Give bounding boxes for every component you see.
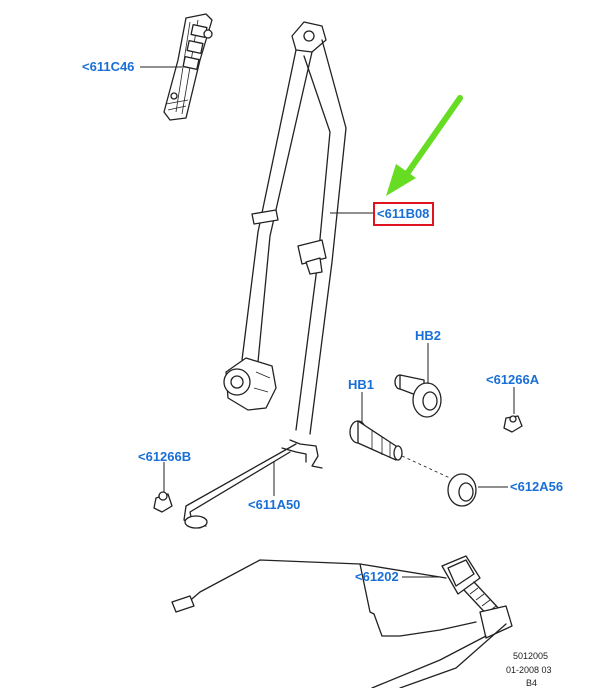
footer-line-3: B4 [526, 678, 537, 688]
height-adjuster-part [163, 13, 213, 121]
anchor-cable-part [183, 439, 323, 529]
callout-612a56[interactable]: <612A56 [510, 479, 563, 494]
pointer-arrow-icon [386, 95, 463, 196]
callout-61202[interactable]: <61202 [355, 569, 399, 584]
footer-line-1: 5012005 [513, 651, 548, 661]
callout-611a50[interactable]: <611A50 [248, 497, 300, 512]
callout-61266a[interactable]: <61266A [486, 372, 540, 387]
seat-belt-webbing-part [223, 21, 347, 435]
nut-61266b-part [153, 491, 173, 513]
highlight-box [373, 202, 434, 226]
spacer-612a56-part [447, 473, 477, 507]
buckle-assembly-part [171, 555, 513, 688]
callout-611c46[interactable]: <611C46 [82, 59, 134, 74]
bolt-hb1-part [349, 420, 451, 479]
callout-611b08[interactable]: <611B08 [377, 206, 429, 221]
bolt-hb2-part [394, 374, 442, 418]
footer-line-2: 01-2008 03 [506, 665, 552, 675]
callout-hb2[interactable]: HB2 [415, 328, 441, 343]
nut-61266a-part [503, 415, 523, 433]
callout-61266b[interactable]: <61266B [138, 449, 191, 464]
callout-hb1[interactable]: HB1 [348, 377, 374, 392]
